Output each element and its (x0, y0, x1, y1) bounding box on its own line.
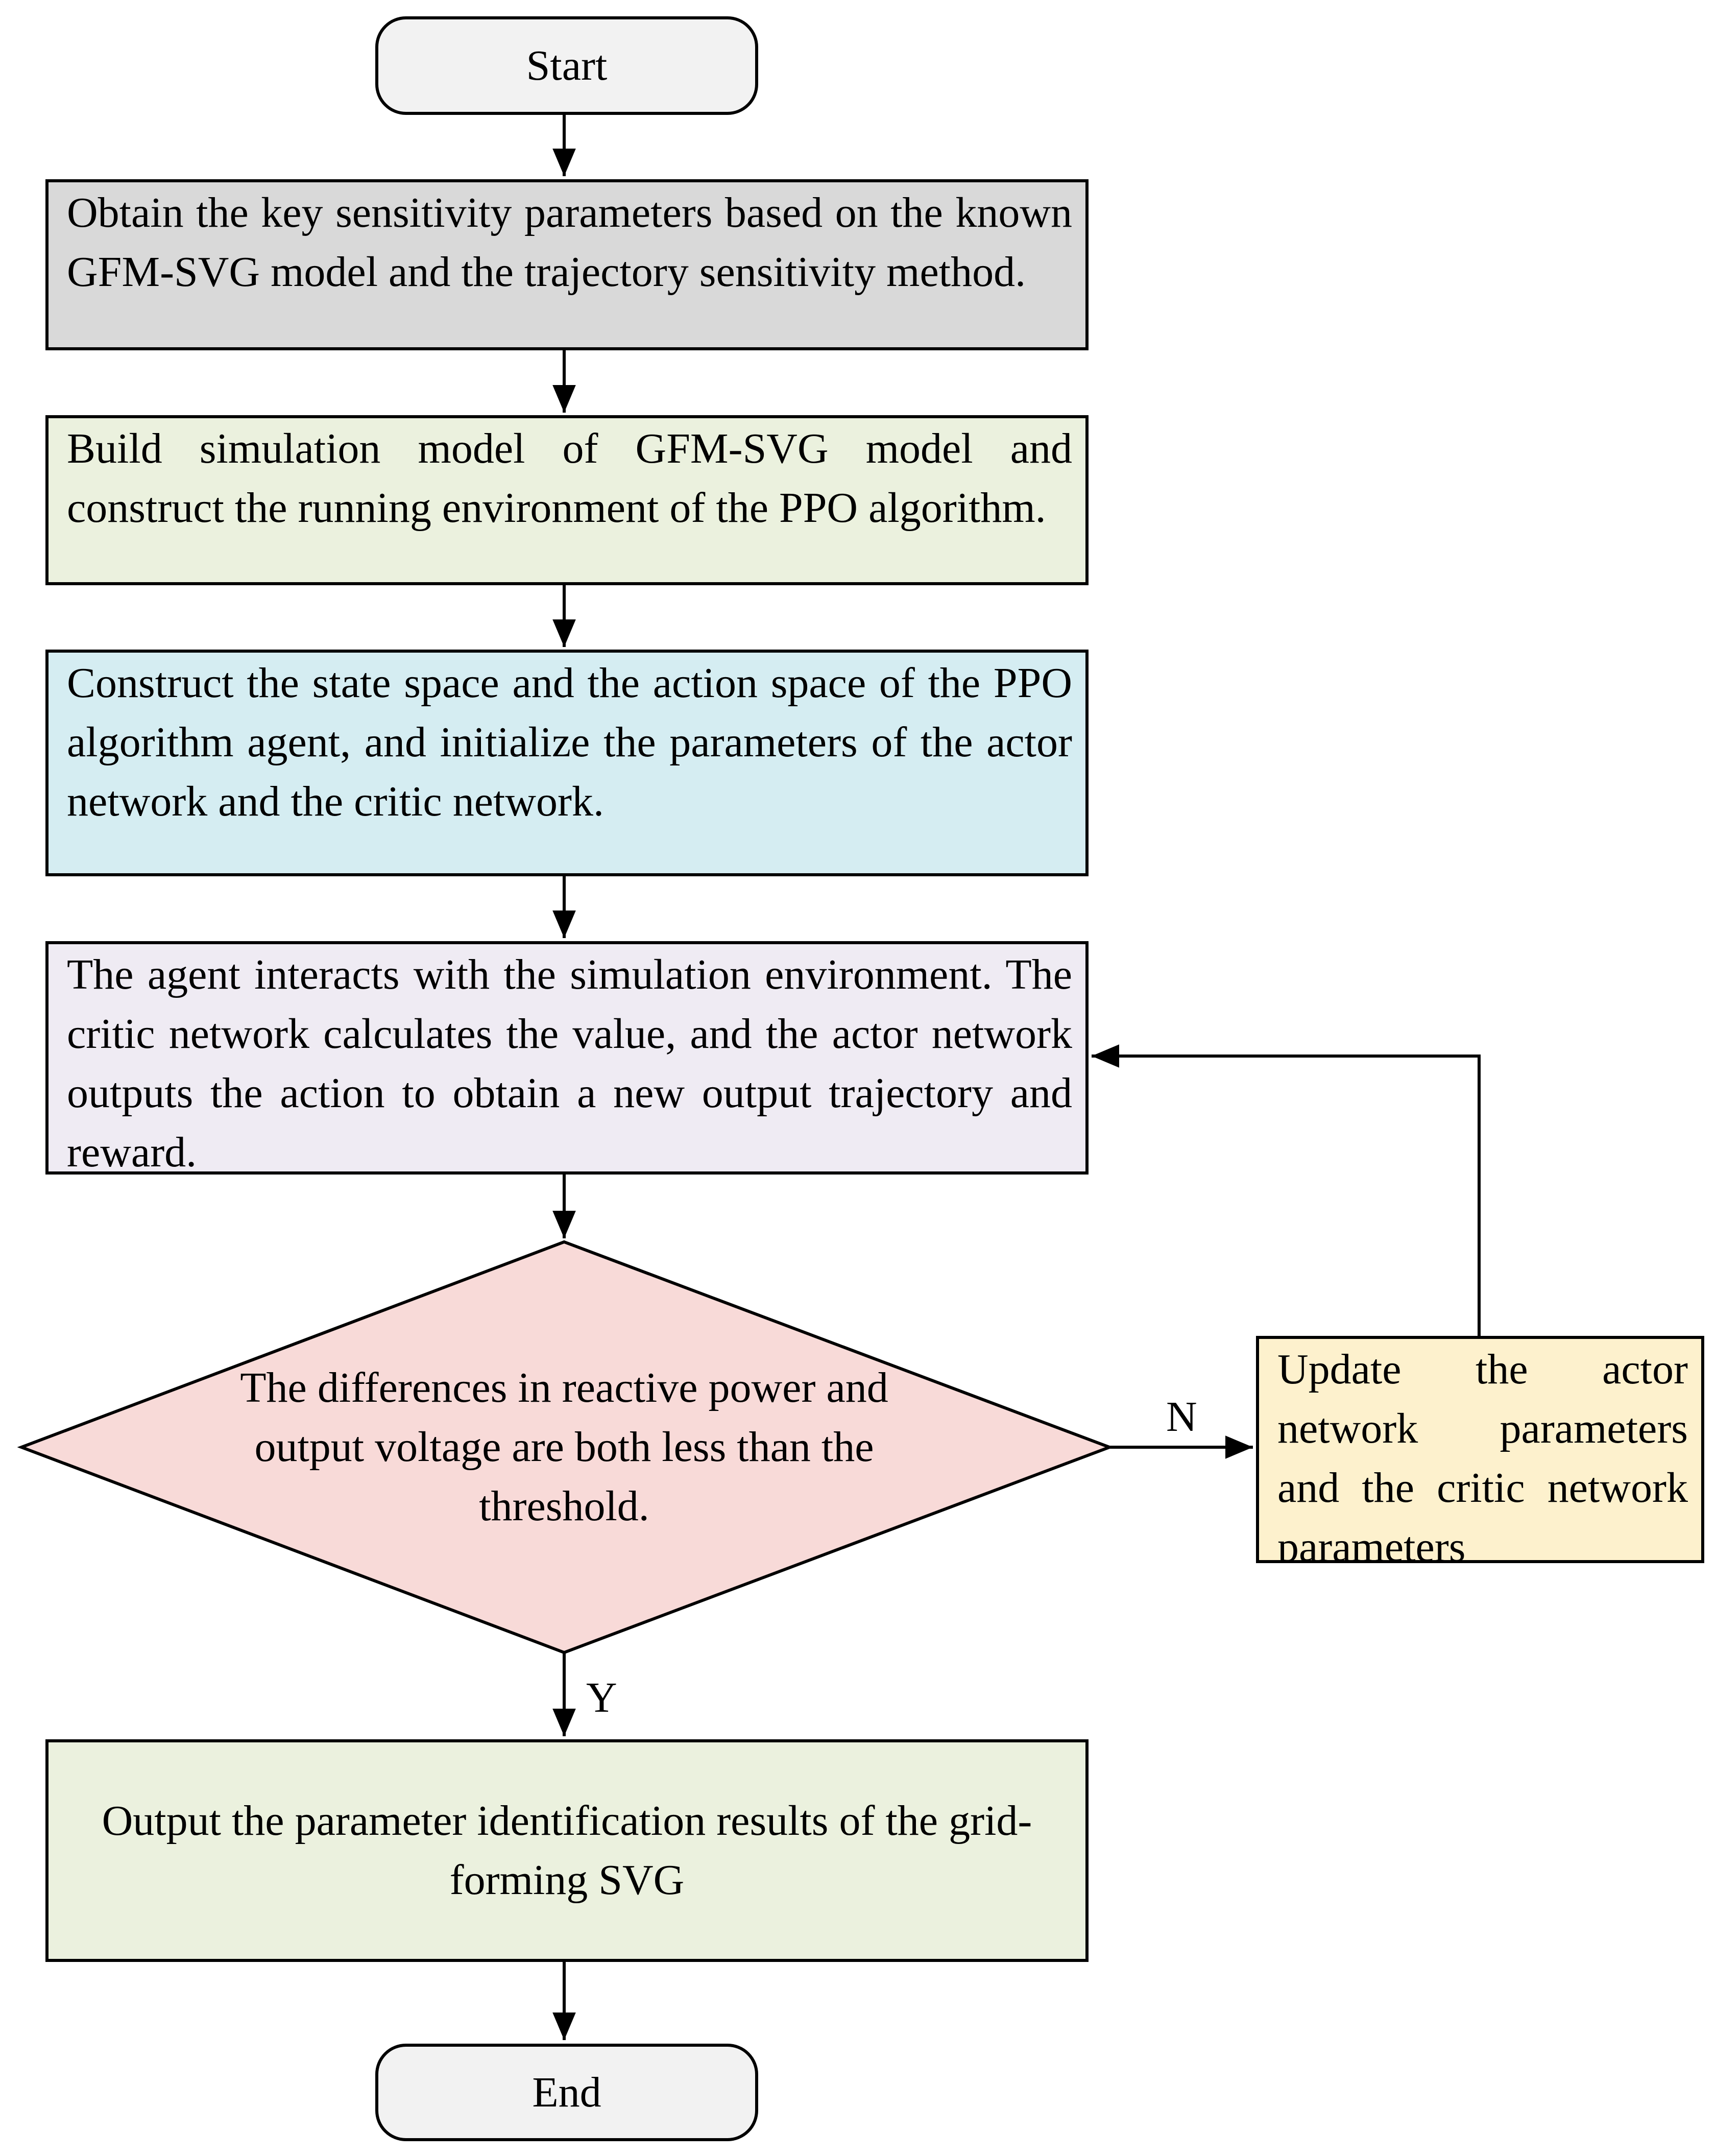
end-terminal: End (375, 2044, 758, 2141)
step1-text: Obtain the key sensitivity parameters ba… (67, 189, 1072, 296)
step-agent-interaction: The agent interacts with the simulation … (45, 941, 1089, 1175)
step2-text: Build simulation model of GFM-SVG model … (67, 425, 1072, 532)
step4-text: The agent interacts with the simulation … (67, 951, 1072, 1175)
step3-text: Construct the state space and the action… (67, 659, 1072, 825)
end-label: End (532, 2069, 601, 2116)
step-build-simulation-model: Build simulation model of GFM-SVG model … (45, 415, 1089, 585)
arrow-update-to-step4 (1092, 1044, 1481, 1336)
decision-text: The differences in reactive power and ou… (240, 1364, 888, 1530)
step-obtain-sensitivity-parameters: Obtain the key sensitivity parameters ba… (45, 179, 1089, 350)
step-construct-state-action-space: Construct the state space and the action… (45, 650, 1089, 876)
no-branch-label: N (1166, 1393, 1197, 1441)
update-text: Update the actor network parameters and … (1277, 1346, 1688, 1563)
yes-branch-label: Y (586, 1674, 617, 1721)
step-output-results: Output the parameter identification resu… (45, 1739, 1089, 1962)
start-terminal: Start (375, 16, 758, 115)
decision-condition: The differences in reactive power and ou… (214, 1358, 914, 1536)
output-text: Output the parameter identification resu… (102, 1797, 1032, 1904)
step-update-network-parameters: Update the actor network parameters and … (1256, 1336, 1704, 1563)
start-label: Start (526, 42, 608, 89)
